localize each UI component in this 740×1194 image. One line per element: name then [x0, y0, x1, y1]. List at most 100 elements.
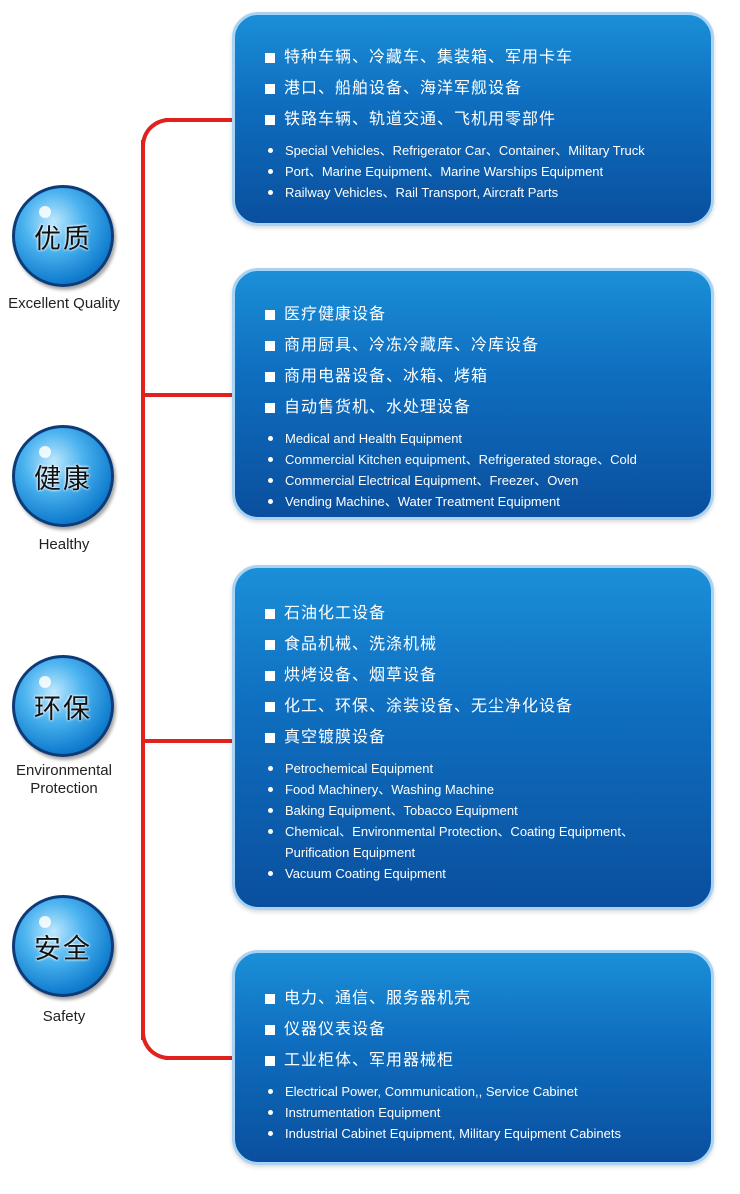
en-list-item: Electrical Power, Communication,, Servic… [265, 1081, 711, 1102]
square-bullet-icon [265, 608, 275, 619]
connector-branch [165, 1056, 233, 1060]
cn-list-item: 医疗健康设备 [265, 299, 711, 330]
en-item-text: Electrical Power, Communication,, Servic… [285, 1084, 578, 1099]
dot-bullet-icon [268, 871, 273, 876]
cn-list-item: 化工、环保、涂装设备、无尘净化设备 [265, 691, 711, 722]
en-item-text: Vacuum Coating Equipment [285, 866, 446, 881]
cn-item-text: 医疗健康设备 [284, 306, 387, 323]
en-item-text: Special Vehicles、Refrigerator Car、Contai… [285, 143, 645, 158]
square-bullet-icon [265, 309, 275, 320]
cn-list-item: 电力、通信、服务器机壳 [265, 983, 711, 1014]
cn-list-item: 铁路车辆、轨道交通、飞机用零部件 [265, 104, 711, 135]
pillar-badge-safety: 安全 [12, 895, 114, 997]
pillar-caption: Environmental Protection [16, 762, 112, 797]
pillar-caption: Excellent Quality [8, 295, 120, 312]
en-list-item: Food Machinery、Washing Machine [265, 779, 711, 800]
connector-line [141, 140, 145, 1040]
dot-bullet-icon [268, 499, 273, 504]
pillar-badge-environmental: 环保 [12, 655, 114, 757]
cn-list-item: 自动售货机、水处理设备 [265, 392, 711, 423]
en-list-item: Medical and Health Equipment [265, 428, 711, 449]
en-list-item: Baking Equipment、Tobacco Equipment [265, 800, 711, 821]
cn-list-item: 工业柜体、军用器械柜 [265, 1045, 711, 1076]
pillar-caption: Healthy [38, 536, 90, 553]
cn-item-text: 食品机械、洗涤机械 [284, 636, 438, 653]
pillar-title: 安全 [34, 933, 92, 964]
cn-list-item: 商用厨具、冷冻冷藏库、冷库设备 [265, 330, 711, 361]
en-list-item: Industrial Cabinet Equipment, Military E… [265, 1123, 711, 1144]
dot-bullet-icon [268, 436, 273, 441]
application-box: 石油化工设备食品机械、洗涤机械烘烤设备、烟草设备化工、环保、涂装设备、无尘净化设… [232, 565, 714, 910]
application-box: 医疗健康设备商用厨具、冷冻冷藏库、冷库设备商用电器设备、冰箱、烤箱自动售货机、水… [232, 268, 714, 520]
en-item-text: Commercial Kitchen equipment、Refrigerate… [285, 452, 637, 467]
square-bullet-icon [265, 83, 275, 94]
dot-bullet-icon [268, 190, 273, 195]
cn-item-text: 特种车辆、冷藏车、集装箱、军用卡车 [284, 49, 574, 66]
cn-list-item: 商用电器设备、冰箱、烤箱 [265, 361, 711, 392]
connector-branch [143, 739, 233, 743]
connector-line [141, 118, 171, 148]
dot-bullet-icon [268, 1110, 273, 1115]
en-list-item: Commercial Electrical Equipment、Freezer、… [265, 470, 711, 491]
square-bullet-icon [265, 1055, 275, 1066]
en-list-item: Instrumentation Equipment [265, 1102, 711, 1123]
cn-list-item: 仪器仪表设备 [265, 1014, 711, 1045]
dot-bullet-icon [268, 808, 273, 813]
dot-bullet-icon [268, 829, 273, 834]
en-item-text: Instrumentation Equipment [285, 1105, 441, 1120]
en-list-item: Port、Marine Equipment、Marine Warships Eq… [265, 161, 711, 182]
en-list-item: Vacuum Coating Equipment [265, 863, 711, 884]
connector-branch [165, 118, 233, 122]
dot-bullet-icon [268, 148, 273, 153]
cn-list-item: 特种车辆、冷藏车、集装箱、军用卡车 [265, 42, 711, 73]
square-bullet-icon [265, 670, 275, 681]
dot-bullet-icon [268, 1131, 273, 1136]
dot-bullet-icon [268, 787, 273, 792]
cn-item-text: 商用厨具、冷冻冷藏库、冷库设备 [284, 337, 540, 354]
en-item-text: Port、Marine Equipment、Marine Warships Eq… [285, 164, 604, 179]
pillar-title: 优质 [34, 223, 92, 254]
square-bullet-icon [265, 340, 275, 351]
pillar-title: 环保 [34, 693, 92, 724]
cn-item-text: 电力、通信、服务器机壳 [284, 990, 472, 1007]
cn-item-text: 真空镀膜设备 [284, 729, 387, 746]
en-list-item: Chemical、Environmental Protection、Coatin… [265, 821, 711, 863]
cn-list-item: 石油化工设备 [265, 598, 711, 629]
cn-item-text: 仪器仪表设备 [284, 1021, 387, 1038]
dot-bullet-icon [268, 1089, 273, 1094]
en-list-item: Vending Machine、Water Treatment Equipmen… [265, 491, 711, 512]
cn-item-text: 烘烤设备、烟草设备 [284, 667, 438, 684]
cn-item-text: 港口、船舶设备、海洋军舰设备 [284, 80, 523, 97]
application-box: 电力、通信、服务器机壳仪器仪表设备工业柜体、军用器械柜 Electrical Po… [232, 950, 714, 1165]
square-bullet-icon [265, 371, 275, 382]
cn-list-item: 食品机械、洗涤机械 [265, 629, 711, 660]
pillar-title: 健康 [34, 463, 92, 494]
square-bullet-icon [265, 52, 275, 63]
dot-bullet-icon [268, 169, 273, 174]
en-list-item: Commercial Kitchen equipment、Refrigerate… [265, 449, 711, 470]
pillar-caption: Safety [42, 1008, 86, 1025]
connector-branch [143, 393, 233, 397]
cn-list-item: 真空镀膜设备 [265, 722, 711, 753]
cn-item-text: 化工、环保、涂装设备、无尘净化设备 [284, 698, 574, 715]
dot-bullet-icon [268, 457, 273, 462]
pillar-badge-healthy: 健康 [12, 425, 114, 527]
square-bullet-icon [265, 701, 275, 712]
cn-item-text: 石油化工设备 [284, 605, 387, 622]
cn-item-text: 自动售货机、水处理设备 [284, 399, 472, 416]
cn-list-item: 港口、船舶设备、海洋军舰设备 [265, 73, 711, 104]
en-list-item: Petrochemical Equipment [265, 758, 711, 779]
dot-bullet-icon [268, 766, 273, 771]
dot-bullet-icon [268, 478, 273, 483]
square-bullet-icon [265, 402, 275, 413]
en-list-item: Special Vehicles、Refrigerator Car、Contai… [265, 140, 711, 161]
en-item-text: Chemical、Environmental Protection、Coatin… [285, 824, 634, 860]
en-item-text: Vending Machine、Water Treatment Equipmen… [285, 494, 560, 509]
cn-list-item: 烘烤设备、烟草设备 [265, 660, 711, 691]
square-bullet-icon [265, 732, 275, 743]
en-item-text: Petrochemical Equipment [285, 761, 434, 776]
square-bullet-icon [265, 993, 275, 1004]
en-item-text: Commercial Electrical Equipment、Freezer、… [285, 473, 579, 488]
en-list-item: Railway Vehicles、Rail Transport, Aircraf… [265, 182, 711, 203]
en-item-text: Medical and Health Equipment [285, 431, 463, 446]
